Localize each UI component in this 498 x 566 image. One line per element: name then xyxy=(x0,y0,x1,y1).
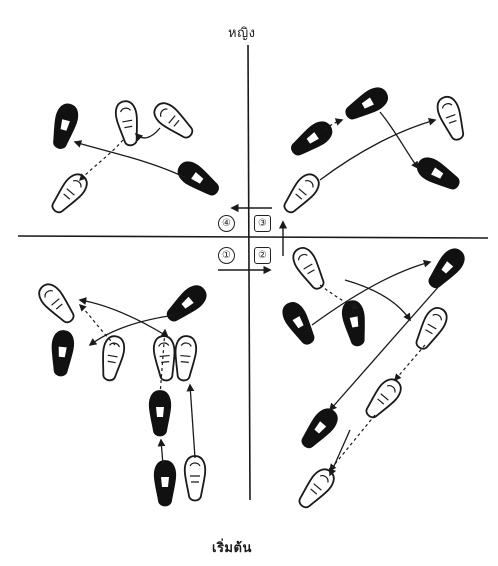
footprint-black xyxy=(297,405,341,452)
footprint-white xyxy=(153,335,177,381)
footprint-black xyxy=(174,158,222,200)
footprint-white xyxy=(361,375,405,422)
vertical-axis xyxy=(248,45,250,500)
footprint-black xyxy=(155,461,175,506)
horizontal-axis xyxy=(18,236,488,238)
footprint-white xyxy=(434,94,468,143)
footprint-black xyxy=(287,118,335,160)
quadrant-top-right xyxy=(279,84,469,217)
quadrant-bottom-left xyxy=(35,280,210,505)
footprint-white xyxy=(47,170,91,217)
footprint-black xyxy=(163,282,210,326)
footprint-black xyxy=(414,154,463,194)
footprint-white xyxy=(35,280,79,327)
quadrant-bottom-right xyxy=(279,244,468,512)
step-marker-1: ① xyxy=(218,247,235,264)
footprint-white xyxy=(173,335,197,381)
quadrant-top-left xyxy=(47,99,223,218)
footprint-black xyxy=(342,84,391,124)
step-marker-3: ③ xyxy=(254,215,271,232)
footprint-white xyxy=(150,99,197,143)
footprint-white xyxy=(114,100,142,147)
footprint-black xyxy=(341,300,369,347)
footprint-black xyxy=(150,391,170,436)
footprint-white xyxy=(98,335,126,382)
footprint-white xyxy=(279,170,323,217)
footprint-black xyxy=(49,102,80,150)
footprint-black xyxy=(424,245,468,292)
step-marker-2: ② xyxy=(254,247,271,264)
footprint-white xyxy=(185,456,205,501)
footprint-black xyxy=(50,330,74,376)
footprint-white xyxy=(289,244,329,293)
step-marker-4: ④ xyxy=(218,215,235,232)
